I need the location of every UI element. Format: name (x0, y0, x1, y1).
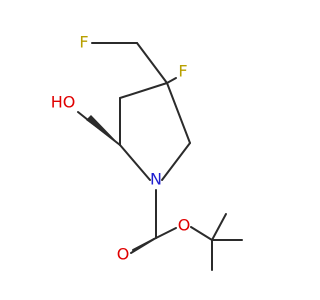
bond-c5-c4 (166, 82, 191, 144)
atom-labels: F F HO N O O (51, 33, 191, 264)
bond-n-c5 (161, 142, 191, 181)
bond-ch2oh-o (77, 111, 89, 121)
bond-carbonyl-c-ester-o (155, 227, 177, 239)
bond-c4-f-right (166, 77, 177, 84)
bonds (77, 42, 243, 271)
molecule-canvas: F F HO N O O (51, 33, 243, 271)
bond-c4-c3 (119, 82, 168, 99)
atom-oh: HO (51, 93, 76, 112)
bond-carbonyl-c-o-double-1 (130, 238, 155, 254)
atom-f-top: F (79, 33, 88, 52)
bond-c2-n (119, 144, 151, 181)
molecule-structure: F F HO N O O (51, 33, 243, 271)
bond-tbu-c3 (211, 213, 227, 241)
stereo-wedge-bond (86, 115, 120, 145)
atom-o-ester: O (178, 216, 191, 235)
atom-o-carbonyl: O (117, 245, 130, 264)
atom-n: N (150, 170, 162, 189)
bond-ester-o-tbu (190, 226, 213, 241)
atom-f-right: F (178, 62, 187, 81)
bond-ch2-c4 (136, 42, 168, 84)
